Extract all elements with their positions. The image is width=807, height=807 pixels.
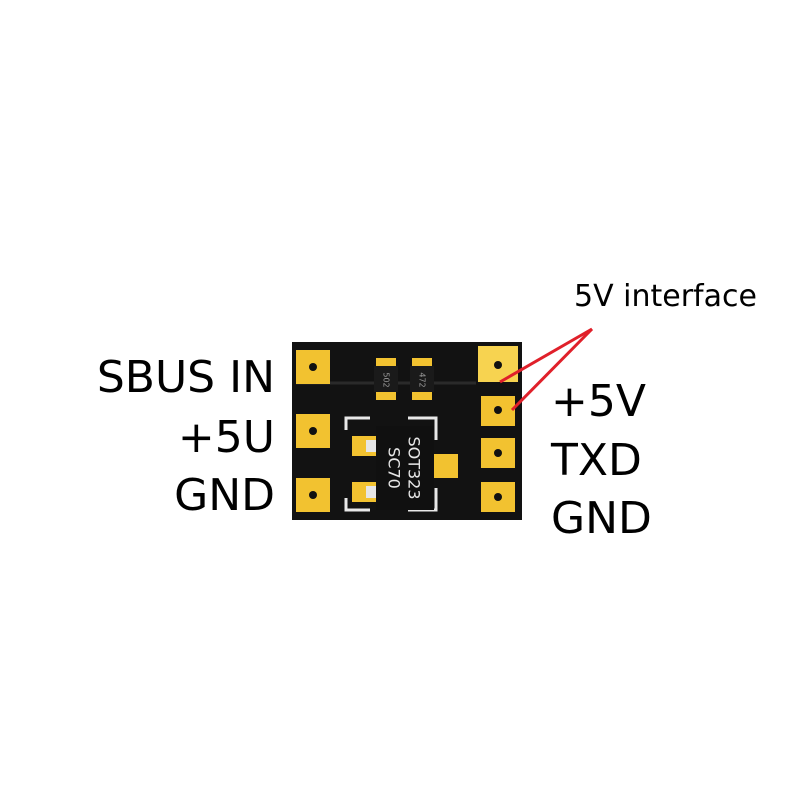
left-pin-label-5v: +5U [177,412,275,463]
resistor-1: 502 [374,358,398,400]
resistor-2: 472 [410,358,434,400]
chip-marking-line2: SC70 [385,447,404,489]
right-pad-4 [481,482,515,512]
right-pad-3 [481,438,515,468]
right-pin-label-5v: +5V [551,376,646,427]
right-pin-label-gnd: GND [551,493,652,544]
right-pin-label-txd: TXD [551,435,642,486]
left-pad-1 [296,350,330,384]
right-pad-2 [481,396,515,426]
left-pad-2 [296,414,330,448]
sot323-chip: SOT323 SC70 [344,416,458,512]
callout-label: 5V interface [574,279,757,314]
chip-marking-line1: SOT323 [405,436,424,499]
left-pin-label-gnd: GND [174,470,275,521]
left-pad-3 [296,478,330,512]
callout-lines [499,327,594,412]
resistor-2-marking: 472 [418,372,427,387]
resistor-1-marking: 502 [382,372,391,387]
left-pin-label-sbus-in: SBUS IN [96,352,275,403]
